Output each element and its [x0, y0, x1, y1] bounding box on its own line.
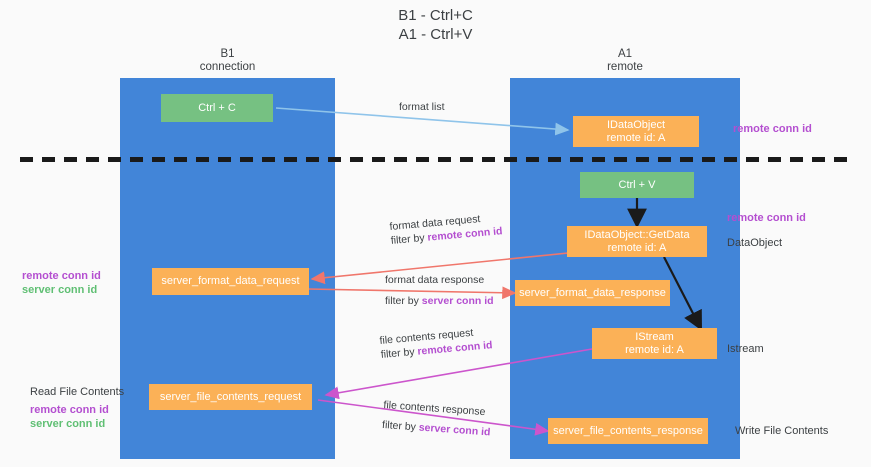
column-header-b1-role: connection	[199, 61, 256, 73]
node-server-file-contents-request[interactable]: server_file_contents_request	[149, 384, 312, 410]
node-server-format-data-response-label: server_format_data_response	[519, 286, 666, 299]
edge-label-fdresp-key: server conn id	[421, 295, 494, 307]
node-ctrl-c-label: Ctrl + C	[198, 101, 236, 114]
annotation-left-server-conn-id-2: server conn id	[30, 418, 106, 430]
diagram-title: B1 - Ctrl+C A1 - Ctrl+V	[0, 6, 871, 44]
connector-format-data-response	[307, 286, 517, 300]
node-ctrl-v[interactable]: Ctrl + V	[580, 172, 694, 198]
annotation-remote-conn-id-2: remote conn id	[727, 212, 806, 224]
edge-label-fcreq-prefix: filter by	[380, 345, 418, 361]
column-header-b1: B1 connection	[120, 48, 335, 74]
node-ctrl-c[interactable]: Ctrl + C	[161, 94, 273, 122]
node-server-format-data-response[interactable]: server_format_data_response	[515, 280, 670, 306]
edge-label-format-data-response-line2: filter by server conn id	[385, 294, 494, 308]
node-server-format-data-request-label: server_format_data_request	[161, 275, 300, 287]
edge-label-fcresp-prefix: filter by	[381, 418, 420, 434]
edge-label-format-data-response: format data response filter by server co…	[385, 273, 494, 308]
title-line-1: B1 - Ctrl+C	[398, 7, 473, 24]
node-idataobject[interactable]: IDataObject remote id: A	[573, 116, 699, 147]
node-server-file-contents-response-label: server_file_contents_response	[553, 424, 703, 437]
node-server-file-contents-request-label: server_file_contents_request	[159, 390, 302, 403]
column-header-a1-role: remote	[607, 61, 643, 73]
annotation-left-remote-conn-id-1: remote conn id	[22, 270, 101, 282]
connector-getdata-to-istream	[663, 256, 703, 331]
column-header-b1-name: B1	[220, 48, 235, 60]
node-getdata-line2: remote id: A	[607, 241, 667, 254]
edge-label-format-list: format list	[399, 100, 445, 114]
edge-label-fdresp-prefix: filter by	[385, 295, 422, 307]
edge-label-format-list-line1: format list	[399, 101, 445, 113]
node-istream[interactable]: IStream remote id: A	[592, 328, 717, 359]
title-line-2: A1 - Ctrl+V	[398, 26, 473, 43]
node-getdata-line1: IDataObject::GetData	[584, 228, 690, 241]
connector-file-contents-response	[317, 399, 550, 436]
annotation-left-server-conn-id-1: server conn id	[22, 284, 98, 296]
connector-format-list	[275, 107, 570, 136]
annotation-left-remote-conn-id-2: remote conn id	[30, 404, 109, 416]
annotation-dataobject: DataObject	[727, 237, 783, 249]
annotation-istream: Istream	[727, 343, 764, 355]
node-server-format-data-request[interactable]: server_format_data_request	[152, 268, 309, 295]
annotation-read-file-contents: Read File Contents	[30, 386, 125, 398]
node-istream-line2: remote id: A	[625, 343, 684, 356]
column-header-a1: A1 remote	[510, 48, 740, 74]
annotation-remote-conn-id-1: remote conn id	[733, 123, 812, 135]
node-server-file-contents-response[interactable]: server_file_contents_response	[548, 418, 708, 444]
node-ctrl-v-label: Ctrl + V	[618, 178, 656, 191]
column-header-a1-name: A1	[617, 48, 633, 60]
connector-file-contents-request	[324, 348, 593, 400]
connector-format-data-request	[310, 251, 579, 285]
node-idataobject-line2: remote id: A	[606, 131, 666, 144]
node-idataobject-line1: IDataObject	[606, 118, 666, 131]
annotation-write-file-contents: Write File Contents	[735, 425, 829, 437]
node-getdata[interactable]: IDataObject::GetData remote id: A	[567, 226, 707, 257]
edge-label-format-data-response-line1: format data response	[385, 274, 485, 286]
node-istream-line1: IStream	[635, 330, 674, 343]
edge-label-fdreq-prefix: filter by	[390, 231, 428, 247]
phase-divider	[20, 157, 851, 162]
